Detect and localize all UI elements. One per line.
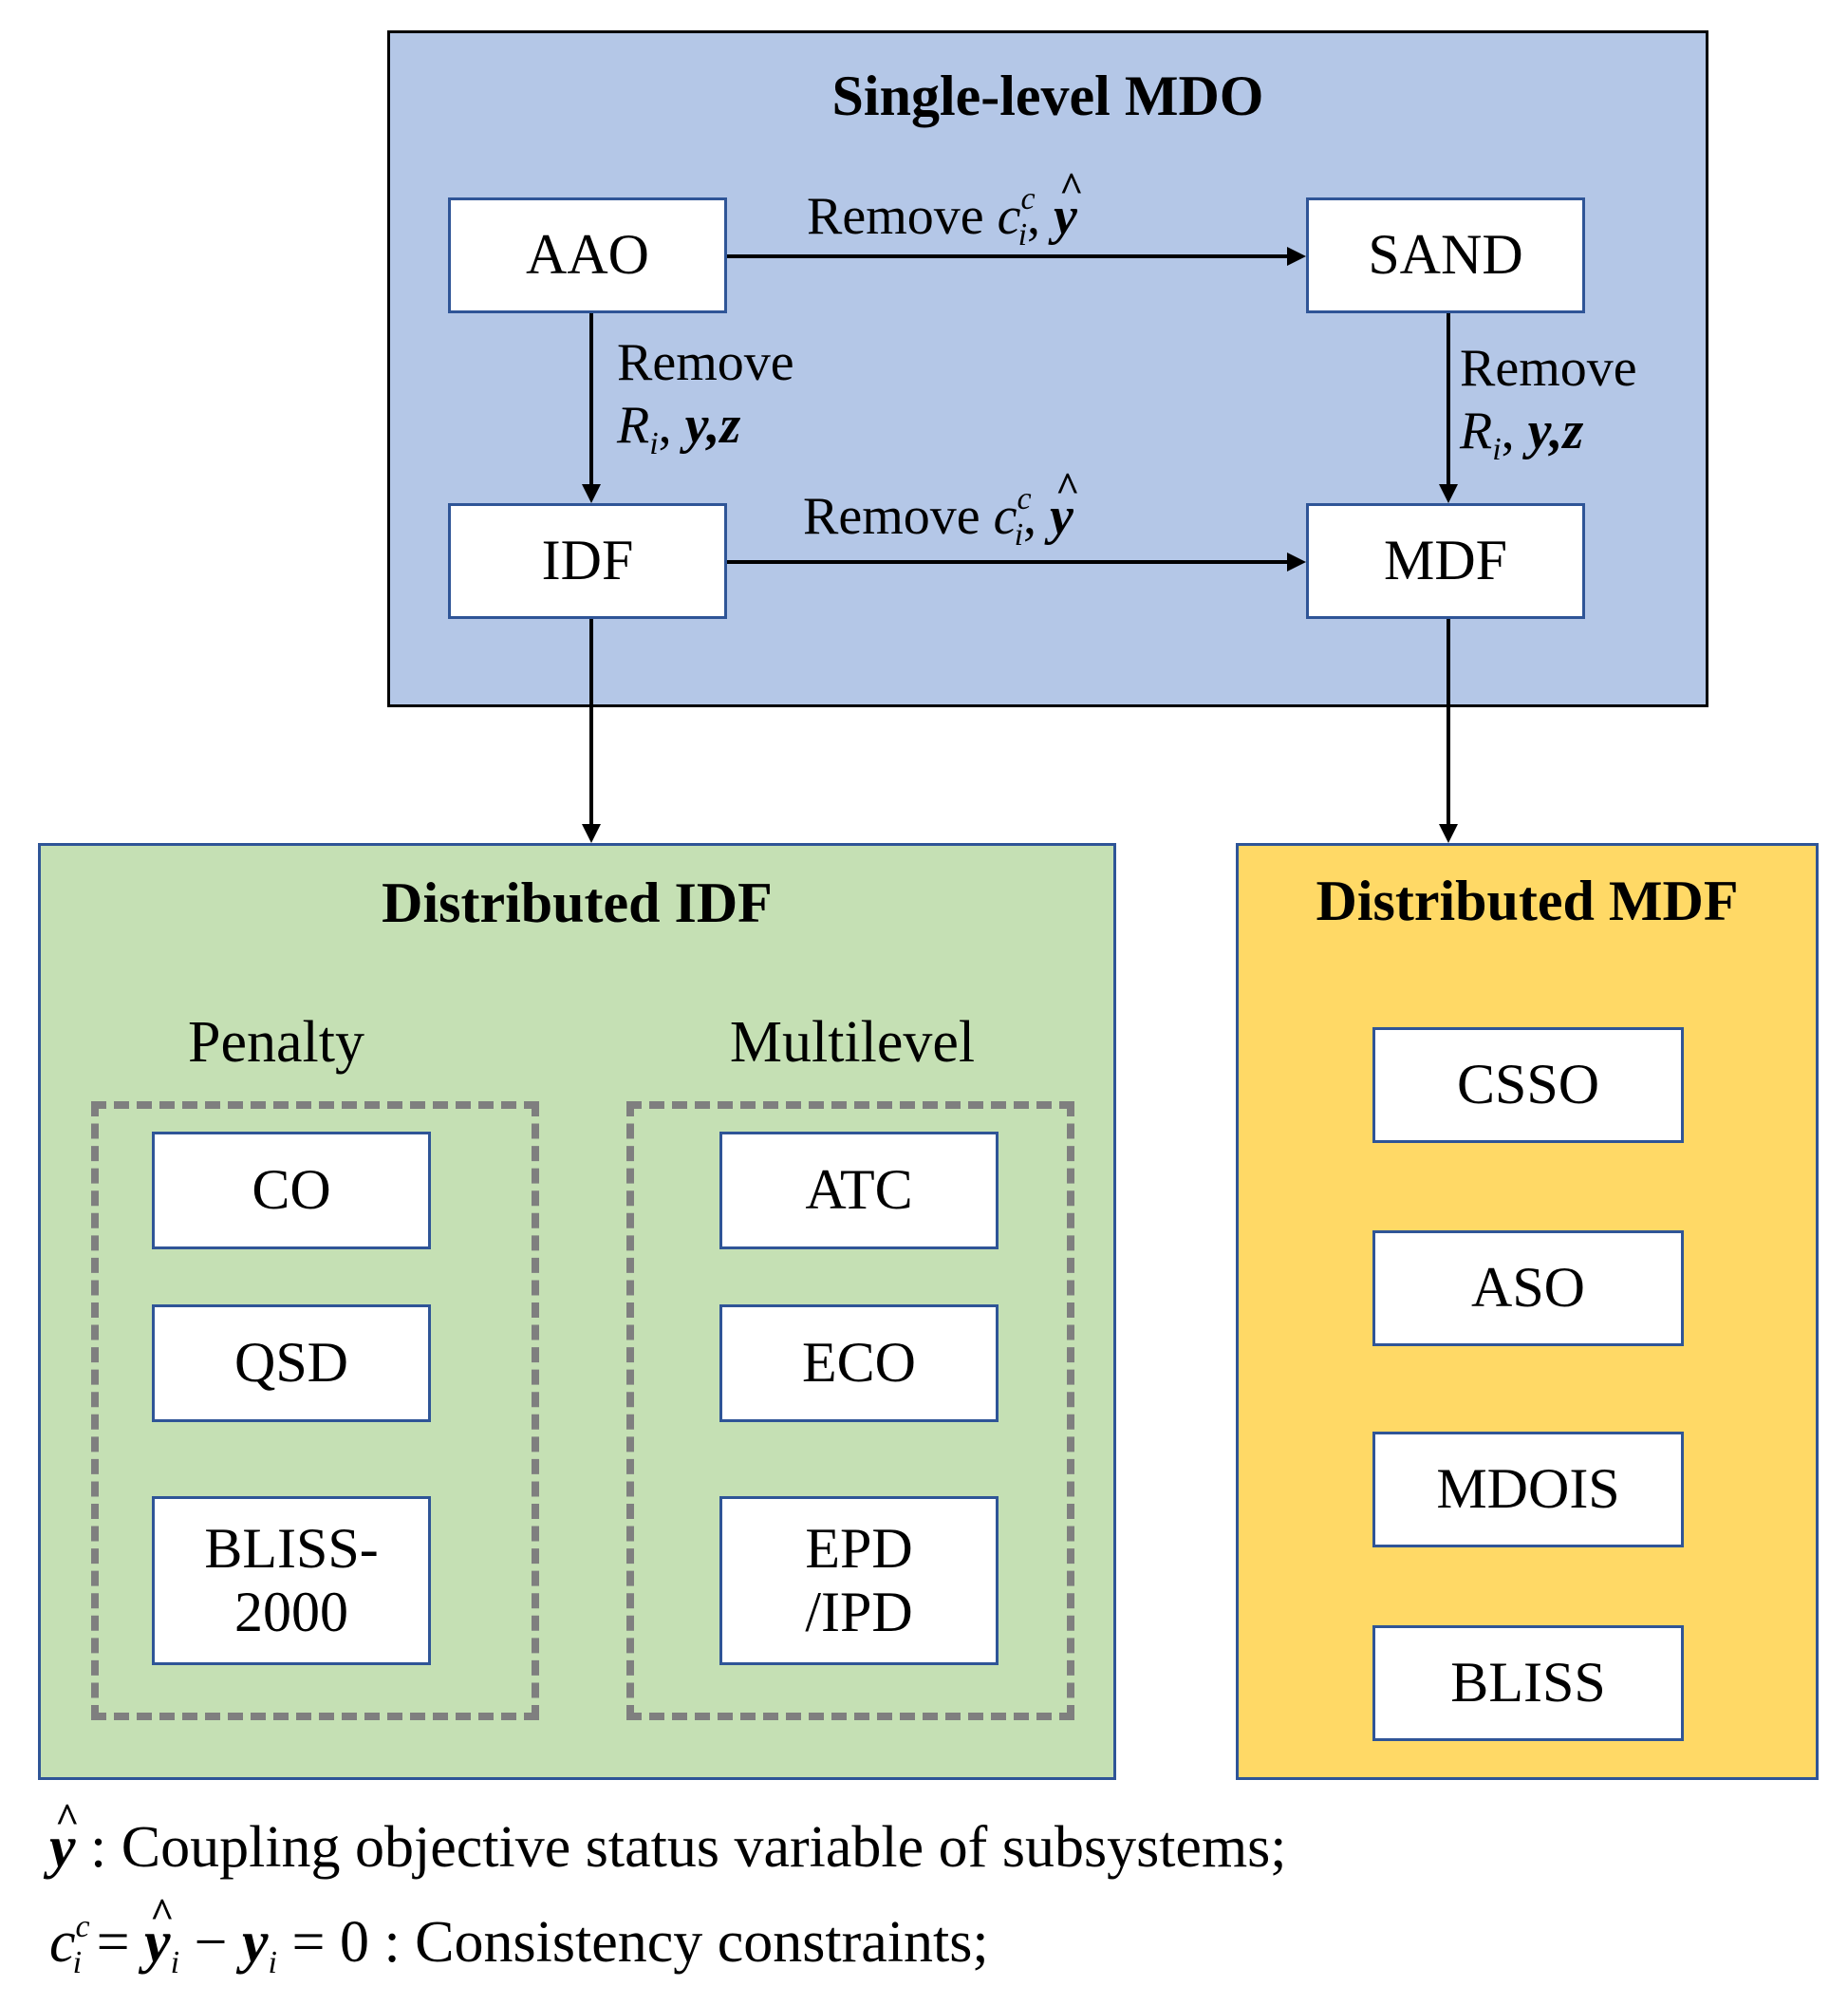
legend-line-consistency-text: : Consistency constraints; xyxy=(383,1910,989,1975)
i-subscript: i xyxy=(170,1945,180,1980)
node-sand: SAND xyxy=(1306,197,1585,313)
method-csso: CSSO xyxy=(1372,1027,1684,1143)
i-subscript: i xyxy=(1014,517,1024,553)
c-symbol: c xyxy=(993,487,1017,546)
edge-label-aao-idf-text: Remove xyxy=(617,333,794,392)
edge-label-sand-mdf-text: Remove xyxy=(1460,339,1637,398)
distributed-mdf-title: Distributed MDF xyxy=(1316,870,1739,932)
y-symbol: y xyxy=(242,1910,269,1975)
arrowhead-sand-to-mdf xyxy=(1439,484,1458,503)
comma: , xyxy=(658,396,672,455)
c-superscript: c xyxy=(1017,481,1032,516)
i-subscript: i xyxy=(1492,432,1502,467)
i-subscript: i xyxy=(649,426,659,461)
arrowhead-aao-to-sand xyxy=(1287,247,1306,266)
z-symbol: z xyxy=(719,396,741,455)
zero: 0 xyxy=(339,1910,369,1975)
i-subscript: i xyxy=(72,1945,83,1980)
method-eco: ECO xyxy=(719,1304,999,1422)
y-symbol: y xyxy=(684,396,707,455)
y-hat-symbol: y xyxy=(1050,459,1079,545)
node-idf: IDF xyxy=(448,503,727,619)
equals-sign: = xyxy=(96,1910,130,1975)
method-atc: ATC xyxy=(719,1132,999,1249)
method-mdois: MDOIS xyxy=(1372,1432,1684,1547)
y-hat-symbol: y xyxy=(144,1878,174,1978)
r-symbol: R xyxy=(617,396,650,455)
z-symbol: z xyxy=(1562,402,1584,460)
method-bliss-2000: BLISS- 2000 xyxy=(152,1496,431,1665)
c-symbol: c xyxy=(997,187,1021,246)
comma: , xyxy=(1023,487,1037,546)
y-hat-symbol: y xyxy=(1054,159,1083,245)
method-bliss: BLISS xyxy=(1372,1625,1684,1741)
multilevel-label: Multilevel xyxy=(729,1010,976,1075)
method-epd-ipd: EPD /IPD xyxy=(719,1496,999,1665)
penalty-label: Penalty xyxy=(188,1010,364,1075)
arrowhead-aao-to-idf xyxy=(582,484,601,503)
penalty-group-dashed-frame xyxy=(91,1101,539,1720)
single-level-mdo-title: Single-level MDO xyxy=(831,65,1264,127)
legend-line-y-hat: y : Coupling objective status variable o… xyxy=(49,1783,1287,1883)
method-co: CO xyxy=(152,1132,431,1249)
edge-label-aao-sand: Remove cci, y xyxy=(807,159,1083,253)
distributed-idf-title: Distributed IDF xyxy=(382,871,773,934)
legend-line-y-hat-text: : Coupling objective status variable of … xyxy=(90,1815,1287,1880)
arrowhead-idf-to-distributed-idf xyxy=(582,824,601,843)
comma: , xyxy=(1549,402,1563,460)
edge-label-sand-mdf: Remove Ri, y,z xyxy=(1460,340,1637,467)
method-aso: ASO xyxy=(1372,1230,1684,1346)
edge-label-aao-sand-text: Remove xyxy=(807,187,984,246)
edge-label-aao-idf: Remove Ri, y,z xyxy=(617,334,794,461)
arrowhead-mdf-to-distributed-mdf xyxy=(1439,824,1458,843)
node-aao: AAO xyxy=(448,197,727,313)
y-hat-symbol: y xyxy=(49,1783,79,1883)
comma: , xyxy=(1027,187,1041,246)
multilevel-group-dashed-frame xyxy=(626,1101,1074,1720)
arrowhead-idf-to-mdf xyxy=(1287,553,1306,572)
i-subscript: i xyxy=(268,1945,277,1980)
y-symbol: y xyxy=(1527,402,1550,460)
c-superscript: c xyxy=(75,1909,90,1944)
comma: , xyxy=(1501,402,1515,460)
comma: , xyxy=(706,396,720,455)
node-mdf: MDF xyxy=(1306,503,1585,619)
method-qsd: QSD xyxy=(152,1304,431,1422)
legend-line-consistency: cci = yi − yi = 0 : Consistency constrai… xyxy=(49,1878,989,1988)
r-symbol: R xyxy=(1460,402,1493,460)
c-superscript: c xyxy=(1020,181,1036,216)
c-symbol: c xyxy=(49,1910,76,1975)
i-subscript: i xyxy=(1017,217,1028,253)
edge-label-idf-mdf-text: Remove xyxy=(803,487,980,546)
equals-sign: = xyxy=(291,1910,326,1975)
minus-sign: − xyxy=(194,1910,228,1975)
edge-label-idf-mdf: Remove cci, y xyxy=(803,459,1079,553)
